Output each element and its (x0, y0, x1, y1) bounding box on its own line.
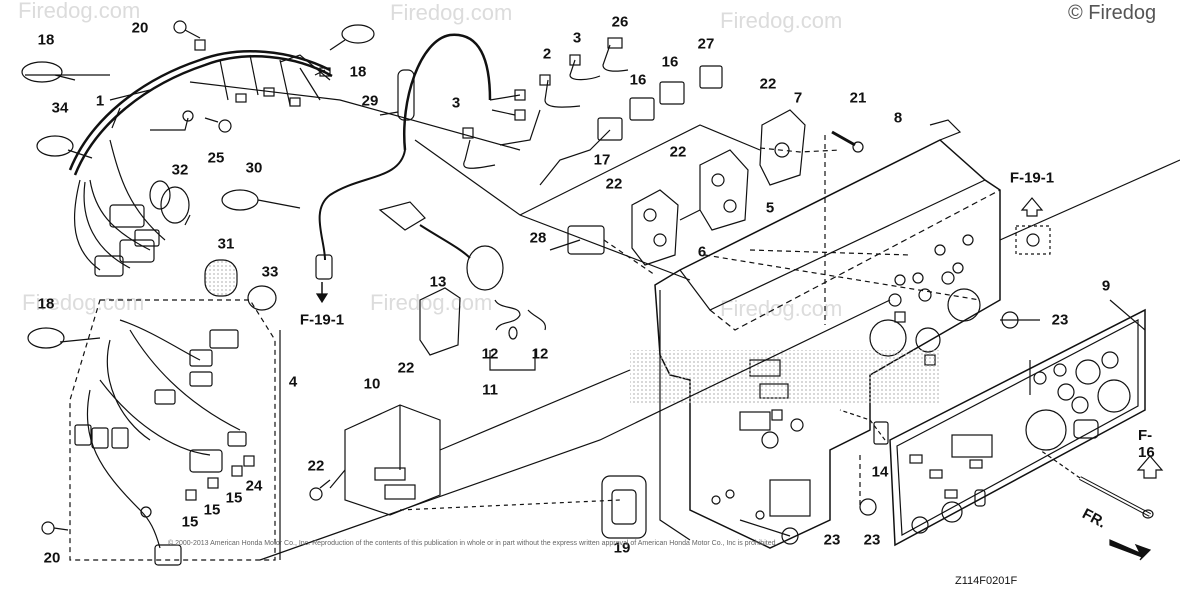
callout-23[interactable]: 23 (1051, 311, 1069, 329)
callout-20[interactable]: 20 (131, 19, 149, 37)
callout-29[interactable]: 29 (361, 92, 379, 110)
callout-6[interactable]: 6 (697, 243, 707, 261)
callout-5[interactable]: 5 (765, 199, 775, 217)
watermark: Firedog.com (720, 8, 843, 33)
callout-28[interactable]: 28 (529, 229, 547, 247)
callout-31[interactable]: 31 (217, 235, 235, 253)
callout-33[interactable]: 33 (261, 263, 279, 281)
callout-18[interactable]: 18 (349, 63, 367, 81)
watermark-corner: © Firedog (1068, 2, 1157, 24)
callout-22[interactable]: 22 (605, 175, 623, 193)
callout-26[interactable]: 26 (611, 13, 629, 31)
callout-34[interactable]: 34 (51, 99, 69, 117)
callout-27[interactable]: 27 (697, 35, 715, 53)
reference-f19-right[interactable]: F-19-1 (1009, 169, 1055, 187)
callout-14[interactable]: 14 (871, 463, 889, 481)
reference-f19-left[interactable]: F-19-1 (299, 311, 345, 329)
callout-24[interactable]: 24 (245, 477, 263, 495)
callout-3[interactable]: 3 (572, 29, 582, 47)
reference-f16[interactable]: F-16 (1138, 427, 1155, 461)
callout-15[interactable]: 15 (181, 513, 199, 531)
callout-18[interactable]: 18 (37, 31, 55, 49)
callout-8[interactable]: 8 (893, 109, 903, 127)
watermark: Firedog.com (720, 296, 843, 321)
callout-16[interactable]: 16 (661, 53, 679, 71)
callout-4[interactable]: 4 (288, 373, 298, 391)
diagram-code: Z114F0201F (955, 575, 1018, 587)
callout-15[interactable]: 15 (203, 501, 221, 519)
callout-12[interactable]: 12 (531, 345, 549, 363)
callout-9[interactable]: 9 (1101, 277, 1111, 295)
callout-16[interactable]: 16 (629, 71, 647, 89)
callout-7[interactable]: 7 (793, 89, 803, 107)
callout-23[interactable]: 23 (863, 531, 881, 549)
callout-2[interactable]: 2 (542, 45, 552, 63)
callout-1[interactable]: 1 (95, 92, 105, 110)
callout-3[interactable]: 3 (451, 94, 461, 112)
callout-17[interactable]: 17 (593, 151, 611, 169)
watermark: Firedog.com (390, 0, 513, 25)
copyright-notice: © 2000-2013 American Honda Motor Co., In… (168, 540, 778, 547)
callout-15[interactable]: 15 (225, 489, 243, 507)
callout-13[interactable]: 13 (429, 273, 447, 291)
callout-25[interactable]: 25 (207, 149, 225, 167)
callout-19[interactable]: 19 (613, 539, 631, 557)
callout-22[interactable]: 22 (397, 359, 415, 377)
watermark: Firedog.com (22, 290, 145, 315)
callout-18[interactable]: 18 (37, 295, 55, 313)
callout-11[interactable]: 11 (482, 381, 498, 399)
callout-22[interactable]: 22 (307, 457, 325, 475)
callout-23[interactable]: 23 (823, 531, 841, 549)
callout-30[interactable]: 30 (245, 159, 263, 177)
callout-20[interactable]: 20 (43, 549, 61, 567)
callout-12[interactable]: 12 (481, 345, 499, 363)
callout-32[interactable]: 32 (171, 161, 189, 179)
callout-10[interactable]: 10 (363, 375, 381, 393)
callout-21[interactable]: 21 (849, 89, 867, 107)
callout-22[interactable]: 22 (669, 143, 687, 161)
watermark: Firedog.com (18, 0, 141, 23)
callout-22[interactable]: 22 (759, 75, 777, 93)
